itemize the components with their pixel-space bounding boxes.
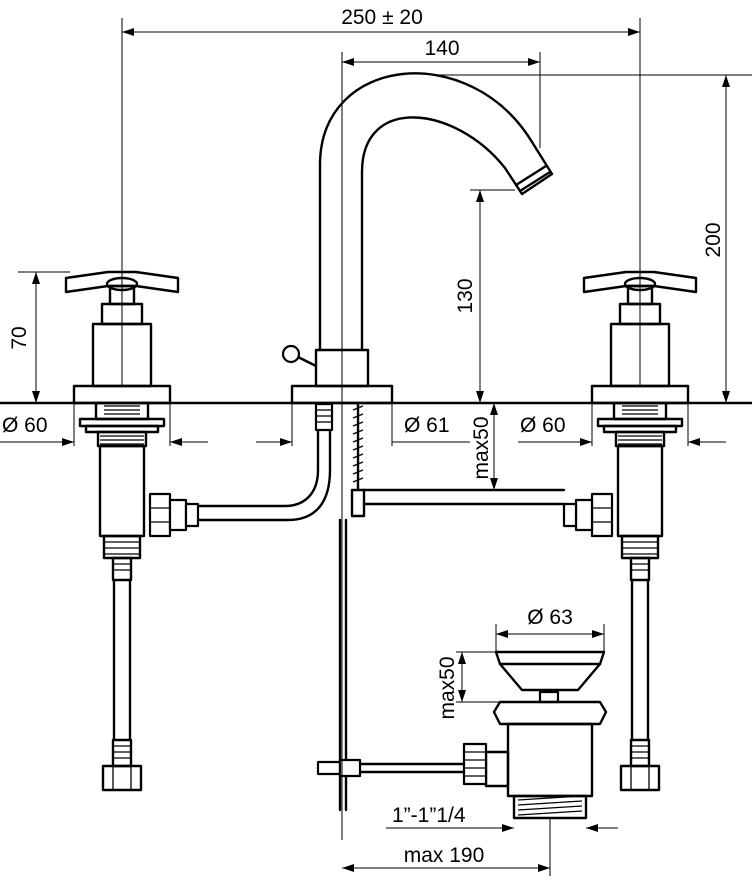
label-handle-height: 70 (8, 326, 31, 349)
spout (281, 72, 554, 405)
label-dia-center: Ø 61 (404, 414, 450, 437)
label-thread-size: 1”-1”1/4 (392, 804, 466, 827)
dimension-labels: 250 ± 20 140 200 130 70 Ø 60 Ø 61 Ø 60 m… (2, 6, 725, 867)
dimension-lines (0, 18, 752, 876)
label-max-waste-reach: max 190 (404, 844, 485, 867)
label-height-total: 200 (702, 222, 725, 257)
label-dia-left: Ø 60 (2, 414, 48, 437)
pop-up-waste (316, 650, 608, 820)
label-overall-width: 250 ± 20 (341, 6, 423, 29)
label-waste-max: max50 (436, 656, 459, 719)
label-dia-waste: Ø 63 (527, 606, 573, 629)
left-valve-body (78, 401, 166, 792)
right-valve-body (596, 401, 684, 792)
label-spout-height: 130 (454, 278, 477, 313)
label-spout-reach: 140 (424, 37, 459, 60)
label-dia-right: Ø 60 (520, 414, 566, 437)
label-max-thickness: max50 (470, 416, 493, 479)
